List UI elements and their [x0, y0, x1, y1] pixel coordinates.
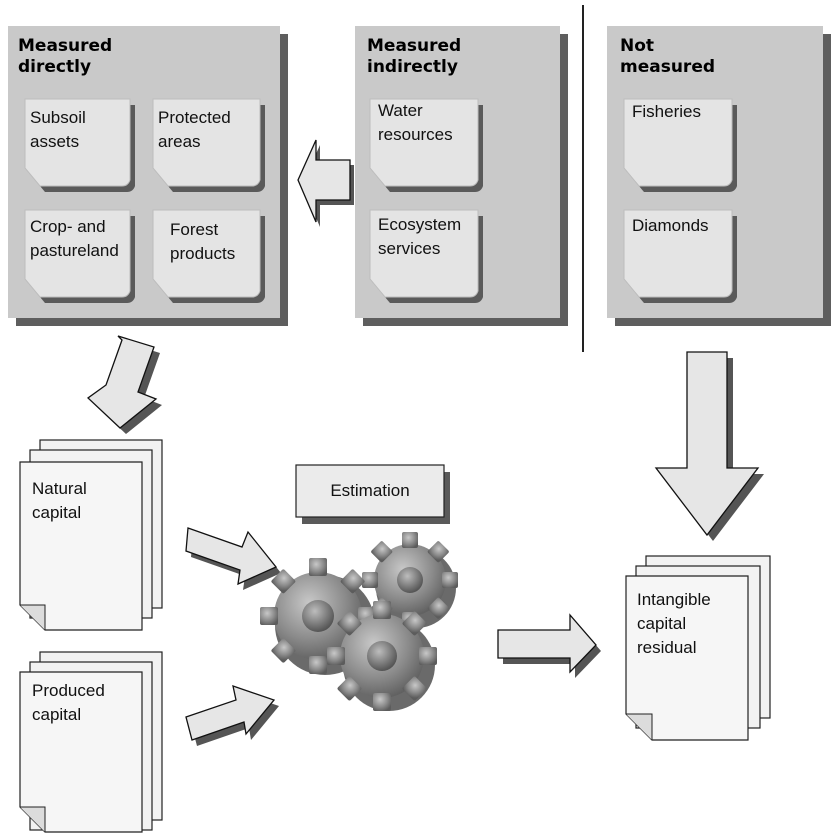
title-line-2: directly: [18, 57, 92, 77]
title-not-measured: Not measured: [620, 36, 715, 78]
tile-line-1: Crop- and: [30, 217, 106, 236]
tile-line-1: Subsoil: [30, 108, 86, 127]
tile-subsoil-assets: Subsoil assets: [30, 106, 86, 154]
title-measured-directly: Measured directly: [18, 36, 112, 78]
doc-line-2: capital: [32, 705, 82, 724]
tile-water-resources: Water resources: [378, 99, 453, 147]
title-line-1: Measured: [367, 36, 462, 56]
tile-line-1: Forest: [170, 220, 219, 239]
document-stack-produced: [19, 651, 163, 833]
tile-crop-pastureland: Crop- and pastureland: [30, 215, 119, 263]
title-line-1: Not: [620, 36, 655, 56]
arrow-down-icon-left: [86, 335, 162, 434]
tiles: [24, 98, 737, 303]
arrow-right-icon-natural: [185, 527, 281, 590]
doc-produced-capital: Produced capital: [32, 679, 105, 727]
tile-diamonds: Diamonds: [632, 214, 709, 238]
title-measured-indirectly: Measured indirectly: [367, 36, 461, 78]
arrow-left-icon: [297, 139, 354, 227]
tile-line-1: Ecosystem: [378, 215, 462, 234]
tile-line-2: areas: [158, 132, 201, 151]
doc-natural-capital: Natural capital: [32, 477, 87, 525]
tile-line-2: resources: [378, 125, 453, 144]
tile-line-1: Protected: [158, 108, 231, 127]
tile-protected-areas: Protected areas: [158, 106, 231, 154]
tile-ecosystem-services: Ecosystem services: [378, 213, 461, 261]
document-stack-natural: [19, 439, 163, 631]
title-line-2: measured: [620, 57, 716, 77]
tile-line-2: services: [378, 239, 441, 258]
tile-line-2: products: [170, 244, 236, 263]
doc-line-1: Natural: [32, 479, 87, 498]
document-stack-intangible: [625, 555, 771, 741]
arrow-right-icon-output: [497, 613, 601, 678]
title-line-1: Measured: [18, 36, 113, 56]
estimation-box: [295, 464, 450, 524]
tile-line-2: assets: [30, 132, 80, 151]
tile-line-1: Fisheries: [632, 102, 701, 121]
gears-icon: [260, 532, 458, 711]
title-line-2: indirectly: [367, 57, 458, 77]
arrow-down-icon-right: [654, 351, 764, 541]
doc-line-1: Produced: [32, 681, 105, 700]
arrow-right-icon-produced: [185, 685, 279, 746]
tile-line-2: pastureland: [30, 241, 119, 260]
tile-fisheries: Fisheries: [632, 100, 701, 124]
tile-forest-products: Forest products: [170, 218, 235, 266]
doc-line-3: residual: [637, 638, 697, 657]
estimation-label: Estimation: [330, 481, 410, 500]
doc-intangible-capital-residual: Intangible capital residual: [637, 588, 711, 660]
doc-line-2: capital: [637, 614, 687, 633]
doc-line-2: capital: [32, 503, 82, 522]
doc-line-1: Intangible: [637, 590, 711, 609]
tile-line-1: Water: [378, 101, 423, 120]
tile-line-1: Diamonds: [632, 216, 709, 235]
